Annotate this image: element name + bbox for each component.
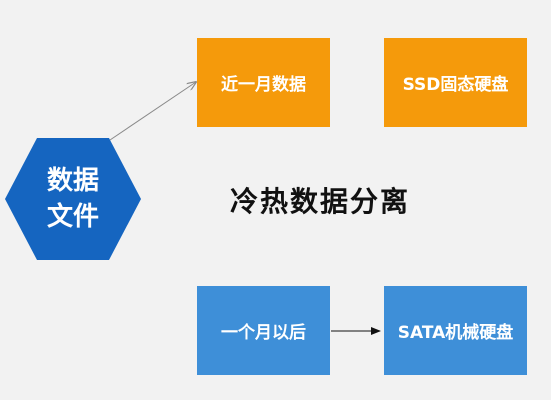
sata-storage-label: SATA机械硬盘 xyxy=(397,323,514,343)
arrow-source-to-hot xyxy=(109,82,196,141)
hexagon-label-line1: 数据 xyxy=(46,166,99,196)
hexagon-label: 数据 文件 xyxy=(5,138,141,260)
hexagon-shape xyxy=(5,138,141,260)
recent-month-data-box: 近一月数据 xyxy=(197,38,330,127)
recent-month-data-label: 近一月数据 xyxy=(221,75,306,95)
diagram-title: 冷热数据分离 xyxy=(229,185,410,218)
sata-storage-box: SATA机械硬盘 xyxy=(384,286,527,375)
after-one-month-box: 一个月以后 xyxy=(197,286,330,375)
hexagon-label-line2: 文件 xyxy=(46,202,99,232)
ssd-storage-box: SSD固态硬盘 xyxy=(384,38,527,127)
data-file-hexagon: 数据 文件 xyxy=(5,138,141,260)
ssd-storage-label: SSD固态硬盘 xyxy=(402,75,509,95)
after-one-month-label: 一个月以后 xyxy=(221,323,306,343)
